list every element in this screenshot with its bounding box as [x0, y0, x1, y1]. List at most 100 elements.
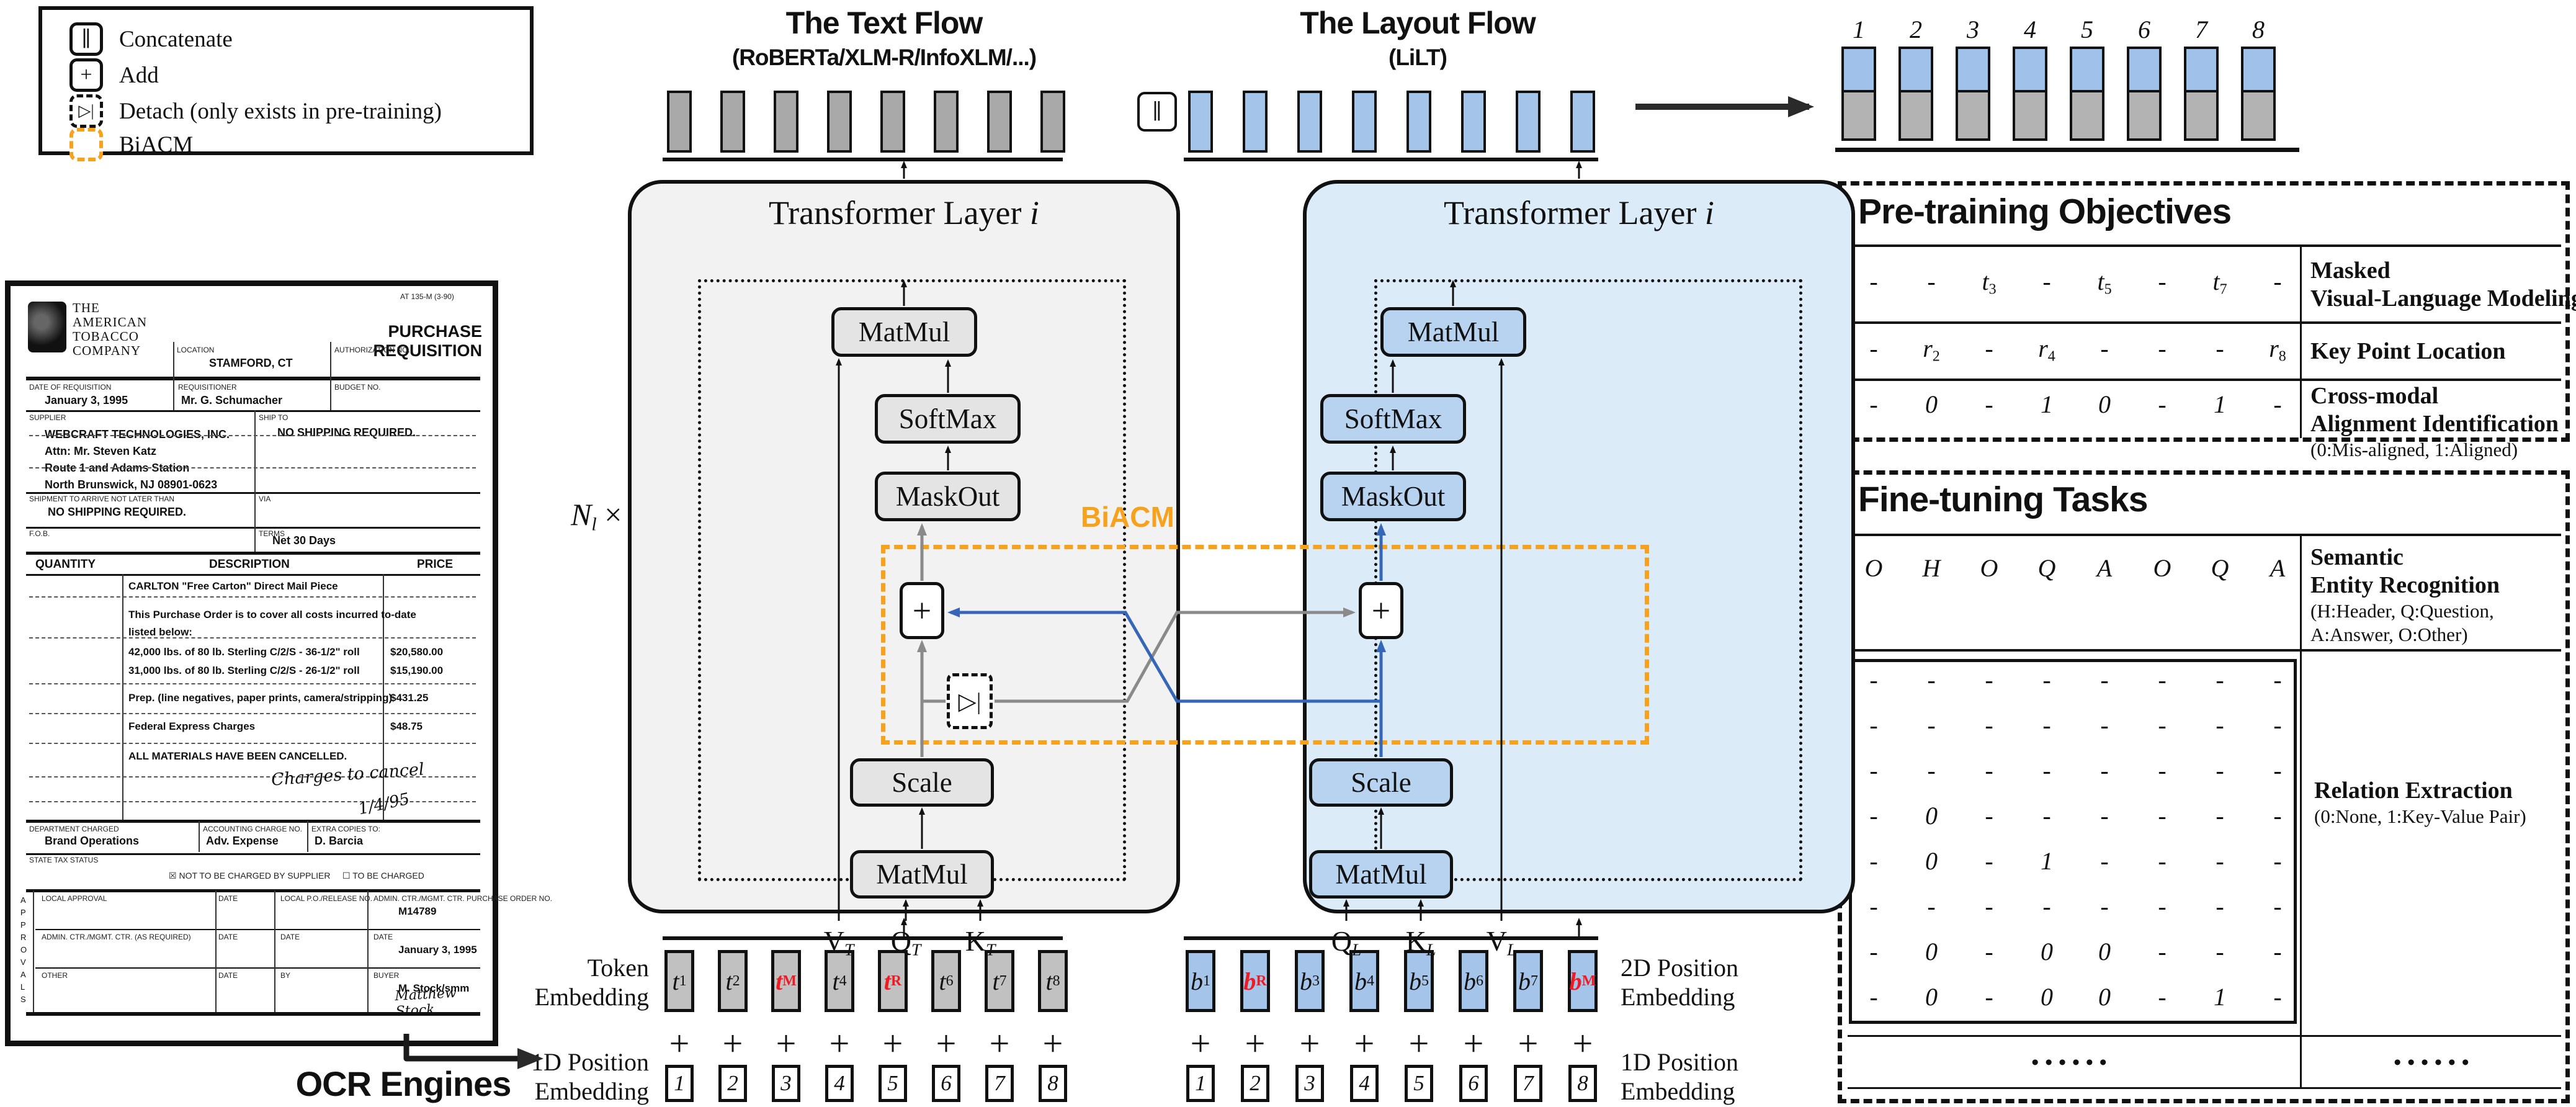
text-state-bar	[720, 91, 745, 153]
pretraining-cell: 0	[1925, 390, 1938, 418]
doc-dash	[29, 467, 476, 468]
output-stack-layout-part	[2070, 47, 2104, 92]
output-stack-underline	[1835, 148, 2299, 152]
layout-flow-title: The Layout Flow	[1300, 6, 1536, 40]
layout-matmul-bottom-box: MatMul	[1309, 850, 1453, 899]
relation-grid-cell: -	[2100, 666, 2109, 694]
layout-scale-box: Scale	[1309, 758, 1453, 807]
layout-input-line	[1184, 936, 1598, 940]
doc-supplier-value: WEBCRAFT TECHNOLOGIES, INC.Attn: Mr. Ste…	[45, 428, 230, 491]
finetuning-dots-left: ••••••	[2031, 1051, 2113, 1074]
finetuning-rule-3	[1848, 1087, 2561, 1089]
doc-title: PURCHASE REQUISITION	[373, 322, 482, 360]
relation-grid-cell: 0	[1925, 802, 1938, 830]
doc-rule	[35, 890, 480, 892]
relation-grid-cell: -	[1927, 666, 1936, 694]
doc-approval-value: January 3, 1995	[398, 944, 477, 956]
doc-tax-option-2: ☐ TO BE CHARGED	[342, 871, 424, 881]
doc-vline	[33, 890, 34, 1012]
relation-grid-cell: 0	[2041, 938, 2053, 966]
num-layers-times: ×	[596, 497, 622, 532]
doc-vline	[254, 492, 256, 527]
relation-grid-cell: -	[1869, 983, 1878, 1011]
pretraining-cell: r4	[2038, 334, 2055, 365]
finetuning-header-cell: A	[2270, 554, 2286, 582]
doc-req-label: REQUISITIONER	[178, 383, 237, 392]
kpl-label: Key Point Location	[2310, 338, 2506, 364]
relation-grid-cell: -	[1985, 847, 1993, 875]
doc-vline	[199, 821, 200, 852]
doc-line-desc: listed below:	[128, 626, 192, 638]
relation-grid-cell: -	[2158, 847, 2167, 875]
output-stack-text-part	[1841, 90, 1876, 141]
text-state-bar	[667, 91, 692, 153]
pos1d-box: 2	[718, 1065, 747, 1102]
text-flow-title: The Text Flow	[785, 6, 983, 40]
finetuning-header-cell: O	[1864, 554, 1883, 582]
relation-grid-cell: -	[1927, 711, 1936, 739]
relation-grid-cell: 1	[2214, 983, 2226, 1011]
doc-line-desc: 31,000 lbs. of 80 lb. Sterling C/2/S - 2…	[128, 665, 360, 676]
relation-grid-cell: -	[2273, 892, 2282, 920]
plus-icon: +	[1042, 1023, 1063, 1064]
layer-title-var: i	[1029, 194, 1039, 231]
company-logo	[28, 302, 66, 352]
doc-via-label: VIA	[259, 495, 271, 503]
pos1d-box: 7	[985, 1065, 1014, 1102]
layout-add-icon: +	[1359, 582, 1403, 639]
relation-grid-cell: -	[2273, 938, 2282, 966]
output-stack-layout-part	[2241, 47, 2276, 92]
layout-state-bar	[1352, 91, 1377, 153]
pretraining-rule-top	[1848, 244, 2561, 247]
layout-flow-subtitle: (LiLT)	[1389, 45, 1447, 70]
plus-icon: +	[936, 1023, 957, 1064]
finetuning-header-cell: O	[1980, 554, 1998, 582]
relation-grid-cell: 1	[2041, 847, 2053, 875]
doc-vline	[367, 890, 369, 1012]
legend-label: BiACM	[119, 132, 194, 158]
plus-icon: +	[1572, 1023, 1593, 1064]
doc-fob-label: F.O.B.	[29, 529, 50, 538]
output-stack-index: 2	[1910, 16, 1922, 43]
pretraining-cell: r8	[2269, 334, 2286, 365]
num-layers-base: N	[571, 497, 592, 532]
doc-dash	[29, 435, 476, 436]
re-label: Relation Extraction(0:None, 1:Key-Value …	[2314, 778, 2526, 827]
doc-rule	[26, 853, 480, 855]
doc-approval-label: LOCAL APPROVAL	[42, 894, 107, 903]
relation-grid-cell: -	[2158, 983, 2167, 1011]
pos1d-box: 1	[1186, 1065, 1215, 1102]
layout-state-bar	[1188, 91, 1213, 153]
doc-approval-label: ADMIN. CTR./MGMT. CTR. (AS REQUIRED)	[42, 933, 191, 941]
relation-grid-cell: -	[2273, 802, 2282, 830]
pretraining-rule-1	[1848, 321, 2561, 324]
output-stack-index: 3	[1967, 16, 1979, 43]
output-stack-text-part	[1956, 90, 1990, 141]
layout-state-bar	[1570, 91, 1595, 153]
doc-approval-value: M14789	[398, 905, 437, 917]
finetuning-header-cell: O	[2153, 554, 2171, 582]
relation-grid-cell: 0	[2098, 938, 2111, 966]
doc-rule	[26, 820, 480, 823]
doc-dash	[29, 776, 476, 778]
layer-title-var: i	[1704, 194, 1714, 231]
doc-rule	[26, 410, 480, 412]
output-stack-layout-part	[2013, 47, 2047, 92]
text-flow-subtitle: (RoBERTa/XLM-R/InfoXLM/...)	[731, 45, 1037, 70]
doc-approval-label: ADMIN. CTR./MGMT. CTR. PURCHASE ORDER NO…	[373, 894, 553, 903]
relation-grid-cell: -	[2273, 756, 2282, 784]
legend-label: Add	[119, 62, 159, 88]
doc-rule	[35, 967, 480, 969]
output-stack-text-part	[2070, 90, 2104, 141]
pretraining-cell: -	[2216, 334, 2224, 362]
doc-dash	[29, 743, 476, 744]
doc-copies-value: D. Barcia	[315, 835, 364, 847]
detach-icon: ▷|	[947, 673, 993, 729]
doc-rule	[26, 527, 480, 529]
